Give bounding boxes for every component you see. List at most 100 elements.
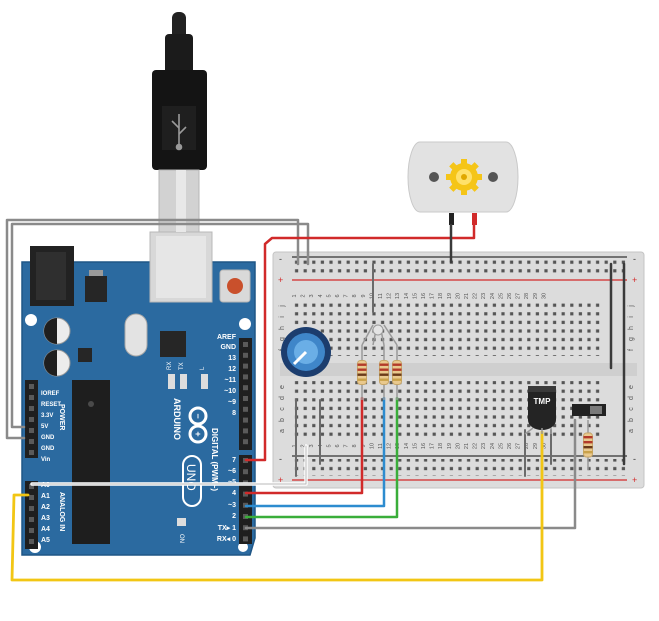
breadboard-column-label: 12 xyxy=(387,443,393,449)
breadboard-column-label: 21 xyxy=(464,293,470,299)
slide-switch-knob[interactable] xyxy=(590,406,602,414)
header-pin[interactable] xyxy=(243,406,248,412)
breadboard-top-rail xyxy=(292,259,627,276)
resistor-band xyxy=(379,373,389,376)
breadboard-row-label: h xyxy=(279,326,286,330)
potentiometer[interactable] xyxy=(281,327,331,377)
resistors xyxy=(357,345,593,470)
rail-minus-label-bl: - xyxy=(279,454,282,464)
header-pin[interactable] xyxy=(29,450,34,455)
motor-terminal-black xyxy=(449,213,454,225)
reset-button-cap[interactable] xyxy=(227,278,243,294)
header-pin[interactable] xyxy=(243,428,248,434)
breadboard-row-label: j xyxy=(279,305,286,308)
header-pin[interactable] xyxy=(29,428,34,433)
breadboard-column-label: 2 xyxy=(301,294,307,297)
header-pin[interactable] xyxy=(29,528,34,533)
breadboard-row-label: d xyxy=(279,396,286,400)
breadboard-column-label: 16 xyxy=(421,443,427,449)
pin-label-2: 2 xyxy=(232,513,236,520)
resistor-band xyxy=(583,436,593,439)
breadboard-column-label: 24 xyxy=(490,293,496,299)
usb-cable-boot xyxy=(165,34,193,74)
breadboard-column-label: 24 xyxy=(490,443,496,449)
wire-red-pin4 xyxy=(244,396,364,495)
header-pin[interactable] xyxy=(29,384,34,389)
logo-minus: − xyxy=(193,413,203,418)
arduino-logo: − + xyxy=(188,406,208,444)
pin-label-11: ~11 xyxy=(225,377,237,384)
header-pin[interactable] xyxy=(29,495,34,500)
wire-gray-pin1 xyxy=(244,418,577,530)
resistor-band xyxy=(392,368,402,371)
breadboard-column-label: 15 xyxy=(412,293,418,299)
led-tx xyxy=(180,374,187,389)
breadboard-row-label: i xyxy=(279,316,286,318)
breadboard-column-label: 25 xyxy=(498,293,504,299)
breadboard-column-label: 26 xyxy=(507,293,513,299)
resistor-band xyxy=(583,441,593,444)
rail-minus-label-tr: - xyxy=(633,254,636,264)
breadboard-column-label: 8 xyxy=(352,444,358,447)
header-pin[interactable] xyxy=(243,536,248,542)
breadboard-column-label: 23 xyxy=(481,443,487,449)
header-pin[interactable] xyxy=(243,385,248,391)
rail-plus-label-br: + xyxy=(632,475,637,485)
breadboard-column-label: 26 xyxy=(507,443,513,449)
pin-label-13: 13 xyxy=(228,355,236,362)
breadboard-row-label: h xyxy=(628,326,635,330)
rail-minus-label-br: - xyxy=(633,454,636,464)
pin-label-0: RX◂ 0 xyxy=(217,536,236,543)
pin-label-gnd2: GND xyxy=(41,446,55,452)
digital-header-upper xyxy=(239,338,252,450)
rgb-led xyxy=(361,324,398,346)
breadboard-column-label: 21 xyxy=(464,443,470,449)
logo-infinity-left xyxy=(188,406,208,426)
breadboard-column-label: 19 xyxy=(447,443,453,449)
header-pin[interactable] xyxy=(29,439,34,444)
led-l xyxy=(201,374,208,389)
header-pin[interactable] xyxy=(243,374,248,380)
breadboard-column-label: 27 xyxy=(516,443,522,449)
pin-label-ioref: IOREF xyxy=(41,391,60,397)
resistor-band xyxy=(357,378,367,381)
digital-header-lower xyxy=(239,455,252,544)
header-pin[interactable] xyxy=(29,417,34,422)
mounting-hole xyxy=(238,542,248,552)
header-pin[interactable] xyxy=(243,396,248,401)
small-chip xyxy=(78,348,92,362)
breadboard-upper-block xyxy=(292,300,602,356)
header-pin[interactable] xyxy=(29,517,34,522)
capacitor-2-stripe xyxy=(44,350,57,376)
rail-plus-label-tl: + xyxy=(278,275,283,285)
wires xyxy=(5,218,626,582)
slide-switch[interactable] xyxy=(572,404,606,416)
rail-plus-label-bl: + xyxy=(278,475,283,485)
breadboard-column-label: 5 xyxy=(326,444,332,447)
microcontroller-chip xyxy=(72,380,110,544)
arduino-board: RX TX L ON − + ARDUINO UNO AREF GND 13 xyxy=(21,231,256,556)
header-pin[interactable] xyxy=(29,506,34,511)
chip-notch xyxy=(88,401,94,407)
header-pin[interactable] xyxy=(243,469,248,475)
header-pin[interactable] xyxy=(29,539,34,544)
breadboard-column-label: 29 xyxy=(533,443,539,449)
breadboard-column-label: 15 xyxy=(412,443,418,449)
header-pin[interactable] xyxy=(29,395,34,400)
breadboard-column-label: 8 xyxy=(352,294,358,297)
header-pin[interactable] xyxy=(243,363,248,369)
header-pin[interactable] xyxy=(29,406,34,411)
breadboard-column-label: 1 xyxy=(292,294,298,297)
header-pin[interactable] xyxy=(243,342,248,347)
breadboard-column-label: 11 xyxy=(378,443,384,449)
breadboard-bottom-rail xyxy=(292,459,627,476)
header-pin[interactable] xyxy=(243,417,248,423)
breadboard-row-label: c xyxy=(628,407,635,411)
header-pin[interactable] xyxy=(29,484,34,489)
header-pin[interactable] xyxy=(243,439,248,445)
breadboard-row-label: e xyxy=(279,385,286,389)
pin-label-5v: 5V xyxy=(41,424,48,430)
header-pin[interactable] xyxy=(243,352,248,358)
breadboard-column-label: 5 xyxy=(326,294,332,297)
rgb-led-lens xyxy=(372,324,384,336)
